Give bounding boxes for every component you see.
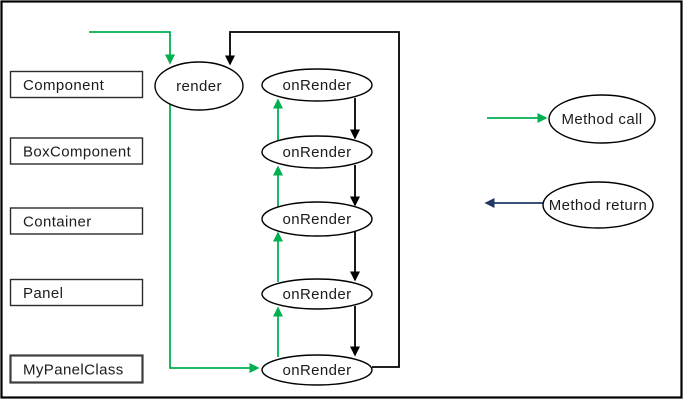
legend-method-call-label: Method call — [561, 111, 642, 128]
arrow-render-to-onrender — [169, 104, 260, 373]
class-box-label: Panel — [23, 285, 63, 302]
onrender-node-label: onRender — [282, 286, 351, 303]
diagram-frame — [0, 0, 683, 399]
render-node-label: render — [176, 78, 222, 95]
class-box-component — [9, 70, 144, 99]
arrow-return-to-render — [225, 31, 400, 368]
onrender-node-label: onRender — [282, 362, 351, 379]
class-box-boxcomponent — [9, 137, 144, 165]
class-box-label: Component — [23, 77, 105, 94]
class-box-label: MyPanelClass — [23, 362, 124, 379]
class-box-label: Container — [23, 214, 92, 231]
render-node — [154, 61, 244, 111]
onrender-node-3 — [261, 201, 373, 237]
class-box-panel — [9, 278, 144, 307]
onrender-node-label: onRender — [282, 77, 351, 94]
legend-method-call-node — [548, 94, 656, 144]
class-box-label: BoxComponent — [23, 144, 132, 161]
arrow-call-into-render — [89, 31, 175, 65]
legend-method-return-node — [542, 181, 654, 229]
legend-method-return-label: Method return — [549, 197, 648, 214]
class-box-mypanelclass — [9, 354, 144, 384]
onrender-node-1 — [261, 68, 373, 102]
onrender-node-label: onRender — [282, 211, 351, 228]
onrender-node-4 — [261, 278, 373, 310]
class-box-container — [9, 207, 144, 235]
onrender-node-2 — [261, 135, 373, 169]
onrender-node-label: onRender — [282, 144, 351, 161]
onrender-node-5 — [261, 354, 373, 386]
